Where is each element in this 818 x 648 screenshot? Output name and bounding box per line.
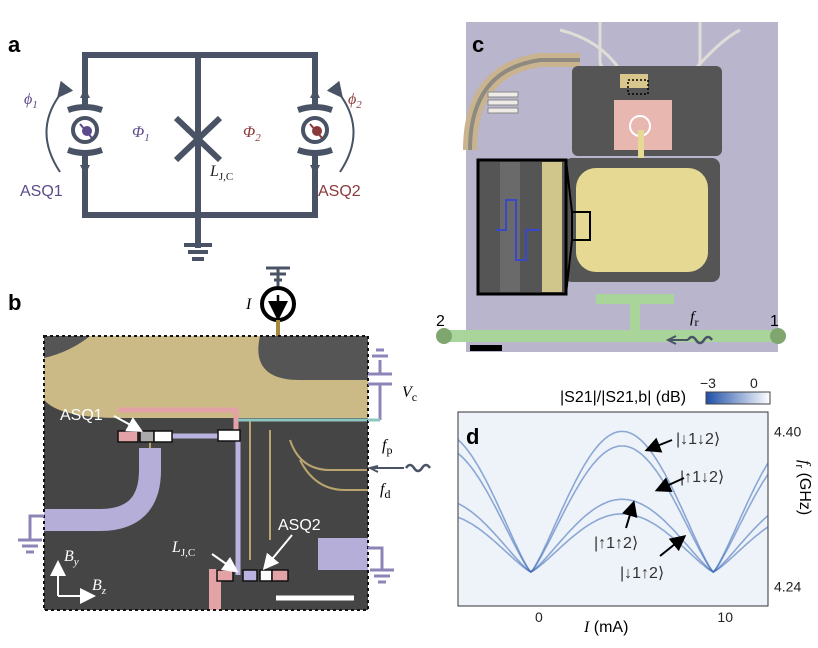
- panel-d: |S21|/|S21,b| (dB) −3 0 d 0 10 4.24 4.40 I…: [457, 375, 813, 636]
- phi1-label: ϕ1: [24, 91, 38, 111]
- state-du-label: |↓1↑2⟩: [620, 565, 664, 582]
- chip-image: [44, 336, 368, 610]
- curve-3: [457, 512, 769, 573]
- lj-pointer-icon: [211, 553, 239, 573]
- x-tick-label: 0: [535, 609, 543, 625]
- asq1-chip-label: ASQ1: [60, 407, 103, 424]
- ground-right-icon: [368, 546, 394, 584]
- by-label: By: [64, 548, 79, 568]
- feedline: [444, 330, 780, 342]
- circuit-wires: [82, 52, 318, 248]
- plot-area: [457, 411, 769, 607]
- asq2-element-icon: [295, 88, 335, 175]
- panel-a: a: [8, 32, 362, 261]
- heatmap-curves: [457, 430, 769, 574]
- ground-left-icon: [18, 514, 44, 554]
- phi2-arrow-icon: [326, 80, 355, 173]
- asq2-pointer-icon: [262, 534, 293, 571]
- Phi2-label: Φ2: [243, 124, 261, 144]
- phi2-label: ϕ2: [348, 91, 362, 111]
- readout-wave-icon: [686, 335, 714, 345]
- axes-indicator-icon: [50, 560, 96, 604]
- x-tick-label: 10: [717, 609, 733, 625]
- chip-frame: [43, 335, 369, 611]
- phi1-arrow-icon: [45, 80, 74, 173]
- asq2-chip-label: ASQ2: [278, 517, 321, 534]
- capacitor-icon: [368, 348, 392, 420]
- fd-label: fd: [380, 481, 390, 501]
- drive-wave-icon: [404, 463, 432, 473]
- state-uu-label: |↑1↑2⟩: [594, 535, 638, 552]
- lj-label: LJ,C: [209, 163, 233, 183]
- x-ticks: 0 10: [535, 609, 733, 625]
- state-dd-label: |↓1↓2⟩: [676, 431, 720, 448]
- panel-c-letter: c: [472, 32, 484, 57]
- ground-icon: [184, 243, 212, 261]
- panel-c: c 2 1 fr: [436, 22, 786, 352]
- panel-d-letter: d: [466, 424, 479, 449]
- asq1-pointer-icon: [113, 415, 144, 432]
- meander-icon: [496, 199, 540, 261]
- asq2-label: ASQ2: [318, 183, 361, 200]
- fp-label: fp: [382, 437, 392, 457]
- x-axis-label: I (mA): [583, 619, 628, 636]
- drive-arrow-icon: [367, 465, 379, 473]
- curve-1: [457, 445, 769, 574]
- josephson-junction-icon: [173, 115, 223, 163]
- port-2-label: 2: [436, 313, 445, 330]
- vc-label: Vc: [402, 384, 417, 404]
- current-source-icon: [260, 266, 296, 336]
- y-tick-label: 4.40: [774, 423, 801, 439]
- state-ud-label: |↑1↓2⟩: [680, 469, 724, 486]
- colorbar-min: −3: [700, 375, 716, 391]
- asq1-element-icon: [65, 88, 105, 175]
- fr-label: fr: [690, 309, 698, 329]
- Phi1-label: Φ1: [132, 124, 150, 144]
- bz-label: Bz: [92, 577, 107, 597]
- colorbar-label: |S21|/|S21,b| (dB): [560, 389, 686, 406]
- panel-b: b I: [8, 266, 432, 611]
- current-label: I: [245, 296, 252, 313]
- colorbar: [705, 391, 771, 405]
- y-axis-label: fr (GHz): [793, 460, 813, 515]
- asq1-label: ASQ1: [20, 183, 63, 200]
- port-1-label: 1: [770, 313, 779, 330]
- port-2-icon: [436, 328, 452, 344]
- port-1-icon: [770, 328, 786, 344]
- colorbar-max: 0: [750, 375, 758, 391]
- lj-chip-label: LJ,C: [171, 539, 195, 559]
- y-ticks: 4.24 4.40: [774, 423, 801, 594]
- panel-b-letter: b: [8, 290, 21, 315]
- panel-a-letter: a: [8, 32, 21, 57]
- y-tick-label: 4.24: [774, 579, 801, 595]
